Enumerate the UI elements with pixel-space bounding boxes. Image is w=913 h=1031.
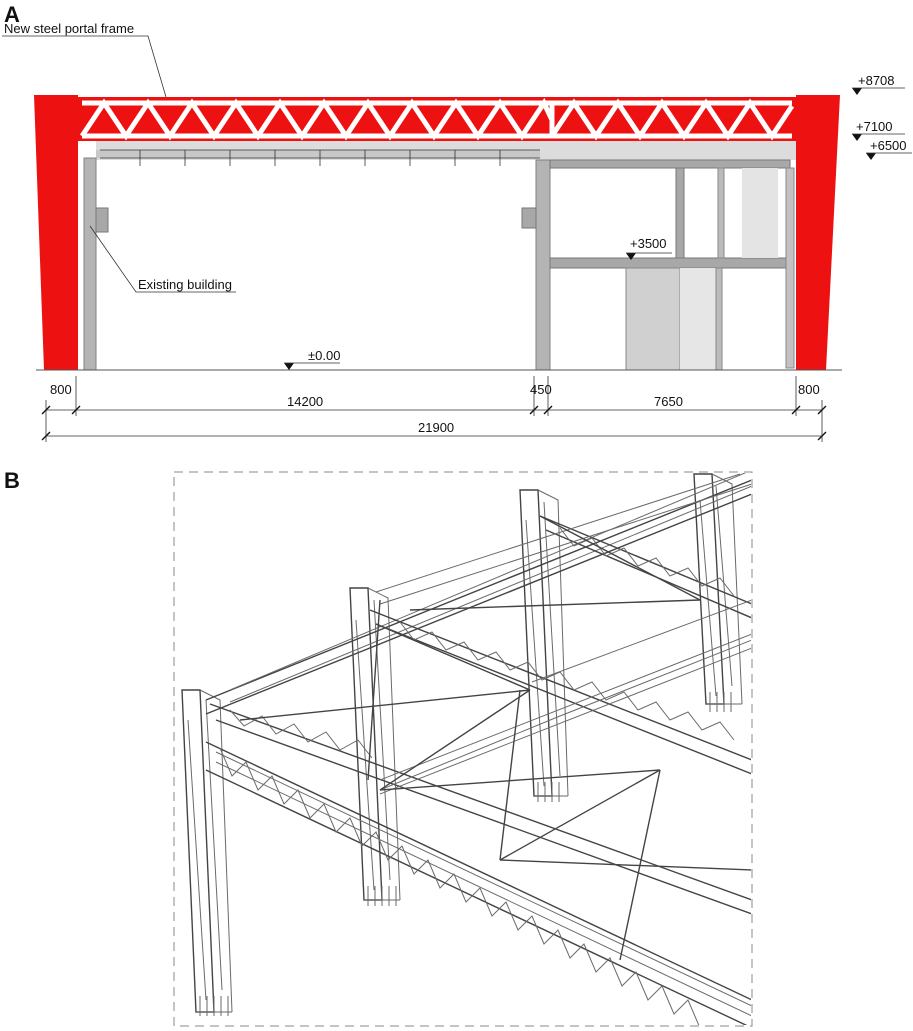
existing-left-column <box>83 157 97 371</box>
level-marker-6500: +6500 <box>866 138 912 160</box>
iso-bracing <box>239 515 751 961</box>
iso-column-1 <box>181 689 233 1016</box>
level-marker-8708: +8708 <box>852 73 905 95</box>
corbel-mid <box>521 207 537 229</box>
iso-rear-truss <box>205 473 751 715</box>
iso-transverse-truss-2 <box>369 609 751 775</box>
iso-front-truss <box>205 741 751 1025</box>
new-frame-left-column <box>34 95 78 370</box>
leader-new-frame <box>2 35 167 98</box>
level-marker-7100: +7100 <box>852 119 905 141</box>
level-marker-ground: ±0.00 <box>284 348 340 370</box>
dim-span-main: 14200 <box>287 394 323 409</box>
svg-text:+3500: +3500 <box>630 236 667 251</box>
level-marker-3500: +3500 <box>626 236 672 260</box>
panel-a-letter: A <box>4 2 20 27</box>
label-existing-building: Existing building <box>138 277 232 292</box>
panel-b: B <box>4 468 753 1027</box>
dimension-chain: 800 14200 450 7650 800 21900 <box>41 376 827 442</box>
new-frame-truss <box>78 97 796 141</box>
panel-a: A <box>2 2 912 442</box>
existing-two-storey <box>549 159 795 371</box>
existing-roof-beams <box>96 149 540 166</box>
svg-text:+6500: +6500 <box>870 138 907 153</box>
existing-middle-column <box>535 159 551 371</box>
svg-text:+7100: +7100 <box>856 119 893 134</box>
dim-right-col: 800 <box>798 382 820 397</box>
svg-text:+8708: +8708 <box>858 73 895 88</box>
svg-text:±0.00: ±0.00 <box>308 348 340 363</box>
leader-existing <box>89 225 236 293</box>
dim-wall: 450 <box>530 382 552 397</box>
dim-left-col: 800 <box>50 382 72 397</box>
dim-total: 21900 <box>418 420 454 435</box>
label-new-steel-frame: New steel portal frame <box>4 21 134 36</box>
panel-b-frame <box>173 471 753 1027</box>
iso-transverse-truss-1 <box>209 703 751 915</box>
isometric-structure <box>181 473 751 1025</box>
dim-span-side: 7650 <box>654 394 683 409</box>
corbel-left <box>95 207 109 233</box>
iso-column-4 <box>693 473 743 712</box>
panel-b-letter: B <box>4 468 20 493</box>
iso-roof-chords <box>375 473 751 795</box>
new-frame-right-column <box>796 95 840 370</box>
